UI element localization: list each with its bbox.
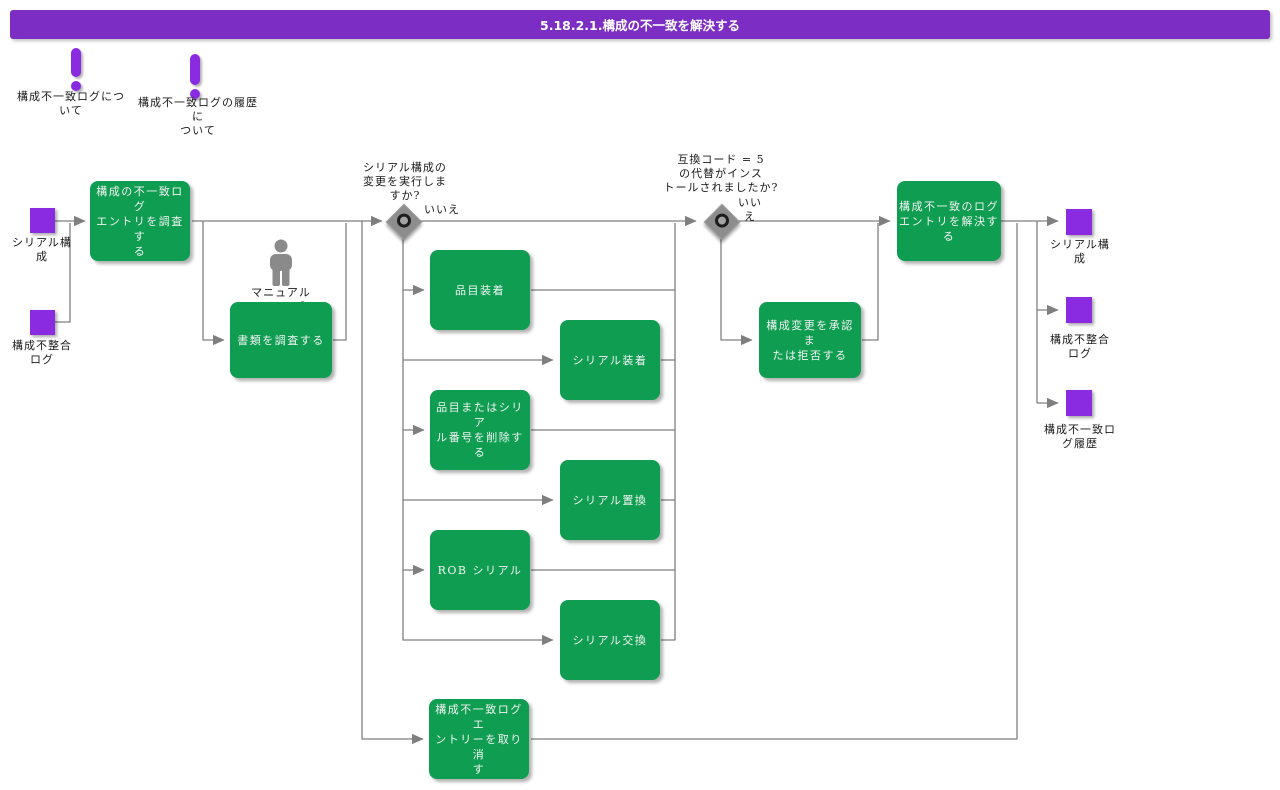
datastore-label: 構成不一致ロ グ履歴 [1044, 423, 1116, 450]
datastore-label: シリアル構 成 [12, 236, 72, 263]
datastore-serial-config-input [30, 208, 55, 233]
task-rob-serial[interactable]: ROB シリアル [430, 530, 530, 610]
exclamation-icon [71, 81, 81, 91]
datastore-label: 構成不整合 ログ [12, 339, 72, 366]
task-resolve-log-entry[interactable]: 構成不一致のログ エントリを解決す る [897, 181, 1001, 261]
decision-question: シリアル構成の 変更を実行しま すか? [363, 161, 447, 202]
datastore-label: 構成不整合 ログ [1050, 333, 1110, 360]
note-config-mismatch-log-history[interactable]: 構成不一致ログの履歴に ついて [138, 96, 258, 137]
task-approve-or-reject-change[interactable]: 構成変更を承認ま たは拒否する [759, 302, 861, 378]
task-investigate-log-entry[interactable]: 構成の不一致ログ エントリを調査す る [90, 181, 190, 261]
branch-label-no: いいえ [424, 203, 460, 216]
page-title: 5.18.2.1.構成の不一致を解決する [10, 10, 1270, 39]
datastore-serial-config-output [1066, 209, 1092, 235]
task-delete-item-or-serial[interactable]: 品目またはシリア ル番号を削除する [430, 390, 530, 470]
decision-question: 互換コード = 5 の代替がインス トールされましたか? [663, 153, 779, 194]
exclamation-icon [71, 48, 81, 77]
branch-label-no: いい え [738, 196, 762, 223]
datastore-mismatch-log-input [30, 310, 55, 335]
exclamation-icon [190, 54, 200, 85]
task-investigate-documents[interactable]: 書類を調査する [230, 302, 332, 378]
note-config-mismatch-log[interactable]: 構成不一致ログにつ いて [17, 90, 125, 117]
gateway-icon [394, 210, 414, 231]
task-serial-replace[interactable]: シリアル置換 [560, 460, 660, 540]
exclamation-icon [190, 89, 200, 99]
task-cancel-log-entry[interactable]: 構成不一致ログ エ ントリーを取り消 す [429, 699, 529, 779]
datastore-label: シリアル構 成 [1050, 238, 1110, 265]
task-serial-install[interactable]: シリアル装着 [560, 320, 660, 400]
person-icon [264, 239, 298, 291]
datastore-mismatch-log-history [1066, 390, 1092, 416]
task-serial-exchange[interactable]: シリアル交換 [560, 600, 660, 680]
task-item-install[interactable]: 品目装着 [430, 250, 530, 330]
datastore-mismatch-log-output [1066, 297, 1092, 323]
gateway-icon [712, 210, 732, 231]
